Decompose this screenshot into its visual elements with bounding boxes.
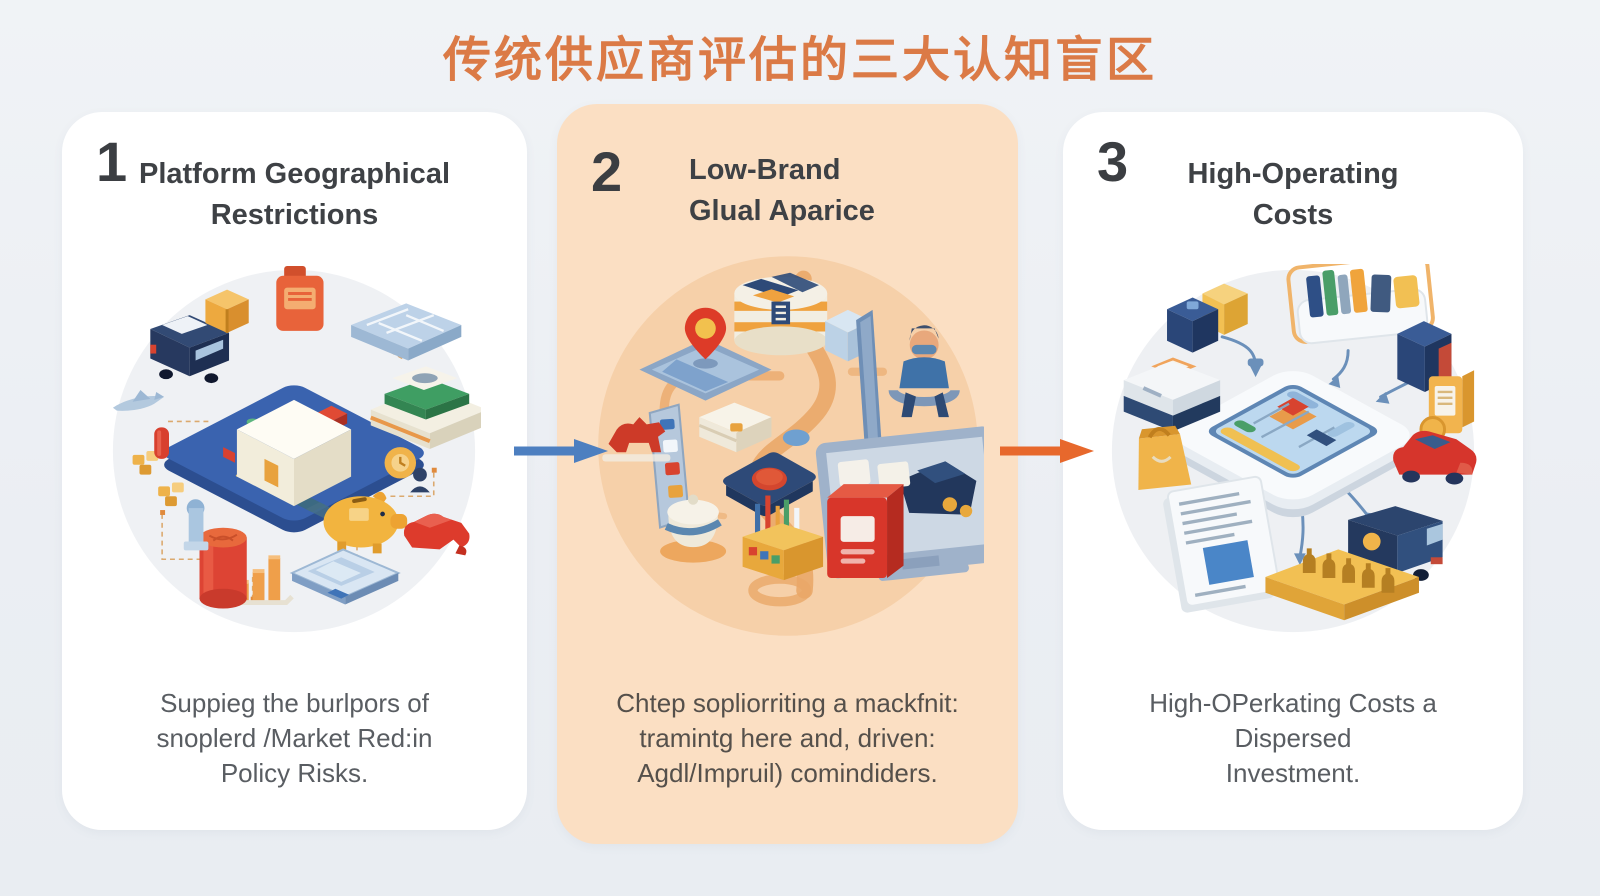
red-capsule-icon [154, 427, 170, 459]
radio-device-icon [276, 265, 324, 331]
card-2-title: Low-Brand Glual Aparice [689, 154, 875, 228]
pillar-icon [183, 499, 209, 551]
card-3-illustration [1106, 264, 1480, 638]
card-platform-geographical-restrictions: 1 Platform Geographical Restrictions [62, 112, 527, 830]
invoice-document-icon [1163, 475, 1281, 613]
card-1-title: Platform Geographical Restrictions [138, 158, 450, 232]
bull-figure-icon [602, 417, 671, 462]
delivery-van-icon [150, 315, 230, 384]
printer-icon [1123, 357, 1221, 432]
piggy-bank-icon [323, 491, 408, 554]
wallet-box-icon [698, 402, 772, 453]
card-low-brand: 2 Low-Brand Glual Aparice [557, 104, 1018, 844]
red-package-icon [827, 484, 904, 579]
card-3-title: High-Operating Costs [1187, 158, 1399, 232]
bottle-tray-icon [1265, 548, 1419, 621]
supply-chain-platform-illustration [112, 265, 481, 633]
circuit-tray-hub-icon [1176, 371, 1410, 518]
stacked-cubes-icon [1167, 283, 1248, 353]
blue-button-icon [782, 429, 810, 446]
button-pad-icon [723, 452, 816, 517]
book-shelf-icon [1286, 264, 1435, 345]
arrowhead [1060, 439, 1094, 463]
card-high-operating-costs: 3 High-Operating Costs [1063, 112, 1523, 830]
card-1-caption: Suppieg the burlpors of snoplerd /Market… [156, 688, 433, 788]
flow-arrow-orange [1000, 439, 1094, 463]
card-3-caption: High-OPerkating Costs a Dispersed Invest… [1149, 688, 1437, 788]
floor-plan-icon [351, 303, 462, 361]
stationery-crate-icon [742, 495, 824, 581]
small-figure-icon [410, 467, 430, 493]
flow-arrow-blue [514, 439, 608, 463]
map-tablet-icon [289, 548, 401, 605]
card-1-illustration [107, 264, 481, 638]
person-at-desk-icon [856, 309, 960, 471]
arrowhead [574, 439, 608, 463]
card-2-caption: Chtep sopliorriting a mackfnit: tramintg… [616, 688, 959, 788]
book-stack-icon [370, 366, 481, 450]
shopping-bag-icon [1138, 425, 1192, 491]
gift-package-icon [205, 289, 249, 333]
marketplace-illustration [598, 256, 984, 636]
page-title: 传统供应商评估的三大认知盲区 [442, 34, 1157, 87]
red-car-icon [1393, 416, 1477, 485]
cost-network-illustration [1111, 264, 1477, 633]
ink-jar-icon [660, 494, 727, 563]
striped-drum-icon [734, 272, 828, 356]
airplane-icon [112, 389, 165, 411]
card-2-illustration [592, 250, 984, 642]
paint-can-icon [199, 527, 247, 609]
card-1-number: 1 [96, 130, 128, 193]
coin-clock-icon [384, 447, 417, 479]
card-3-number: 3 [1097, 130, 1129, 193]
card-2-number: 2 [591, 140, 623, 203]
toy-car-icon [403, 513, 470, 556]
